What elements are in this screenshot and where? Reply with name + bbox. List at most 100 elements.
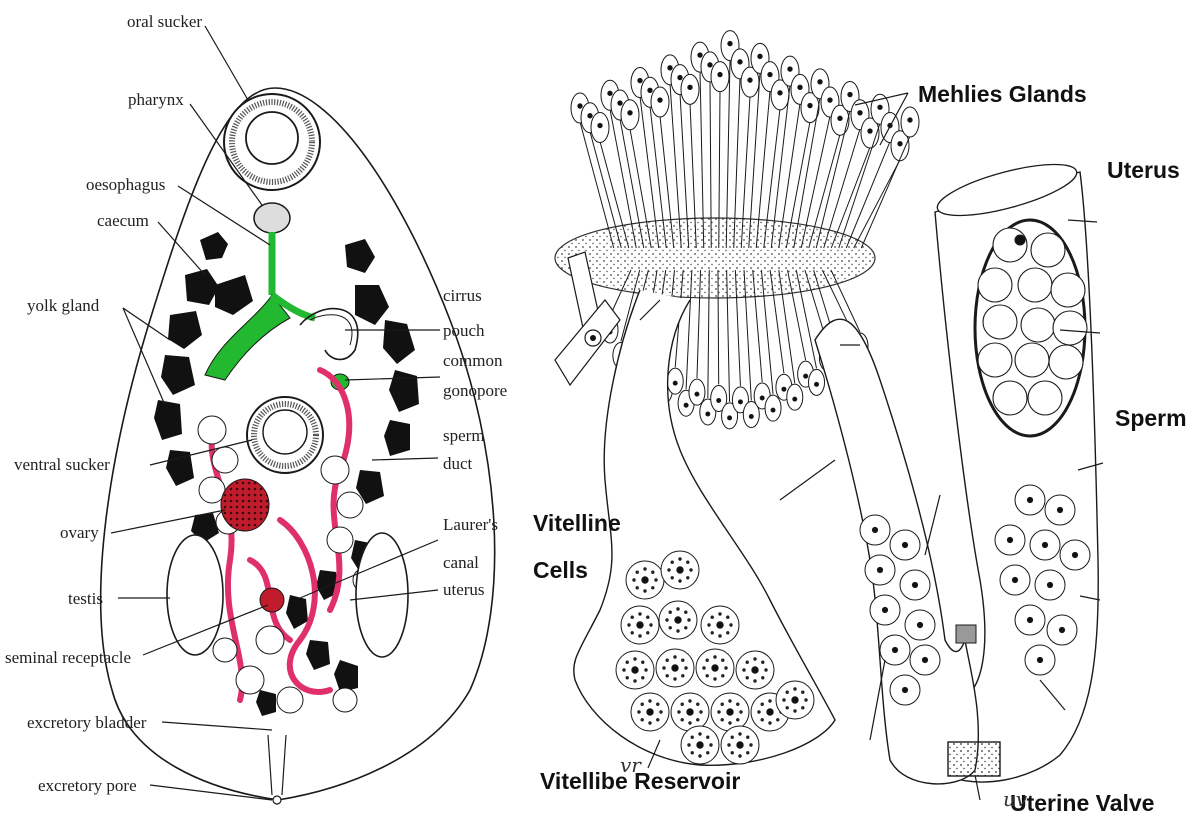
ootype-nucleus (892, 647, 897, 652)
yolk-granule (660, 711, 662, 713)
yolk-granule (802, 707, 804, 709)
gland-nucleus (804, 374, 808, 378)
gland-nucleus (778, 91, 782, 95)
label-ventral-sucker: ventral sucker (14, 455, 110, 474)
left-figure: oral sucker pharynx oesophagus caecum yo… (5, 12, 507, 804)
gland-nucleus (706, 412, 710, 416)
yolk-granule (728, 744, 730, 746)
yolk-granule (762, 661, 764, 663)
yolk-granule (703, 667, 705, 669)
yolk-granule (678, 711, 680, 713)
yolk-granule (783, 699, 785, 701)
label-sperm-right: Sperm (1115, 405, 1187, 431)
seminal-receptacle (260, 588, 284, 612)
gland-nucleus (708, 63, 712, 67)
gland-nucleus (788, 67, 792, 71)
gland-nucleus (668, 66, 672, 70)
gland-nucleus (782, 387, 786, 391)
label-uterine-valve: Uterine Valve (1010, 790, 1154, 816)
yolk-granule (794, 688, 796, 690)
ootype-ring (555, 218, 875, 298)
label-sperm: sperm (443, 426, 485, 445)
yolk-granule (697, 719, 699, 721)
yolk-granule (707, 736, 709, 738)
ootype-nucleus (1027, 617, 1032, 622)
label-pouch: pouch (443, 321, 485, 340)
yolk-granule (707, 752, 709, 754)
vitelline-nucleus (697, 742, 703, 748)
yolk-granule (730, 624, 732, 626)
yolk-granule (682, 659, 684, 661)
testis-right (356, 533, 408, 657)
egg-cell (1031, 233, 1065, 267)
yolk-granule (731, 736, 733, 738)
yolk-granule (722, 675, 724, 677)
yolk-granule (762, 677, 764, 679)
ootype-nucleus (902, 542, 907, 547)
yolk-granule (721, 719, 723, 721)
yolk-granule (699, 733, 701, 735)
yolk-granule (786, 691, 788, 693)
yolk-granule (711, 632, 713, 634)
yolk-granule (634, 680, 636, 682)
gland-nucleus (628, 111, 632, 115)
ootype-nucleus (902, 687, 907, 692)
yolk-granule (647, 632, 649, 634)
vitelline-nucleus (647, 709, 653, 715)
yolk-granule (647, 616, 649, 618)
yolk-granule (691, 736, 693, 738)
yolk-granule (777, 719, 779, 721)
vitelline-nucleus (727, 709, 733, 715)
yolk-granule (688, 744, 690, 746)
yolk-granule (636, 571, 638, 573)
yolk-granule (725, 667, 727, 669)
yolk-granule (719, 635, 721, 637)
ootype-nucleus (877, 567, 882, 572)
yolk-granule (689, 722, 691, 724)
yolk-granule (634, 658, 636, 660)
yolk-granule (754, 680, 756, 682)
vitelline-nucleus (672, 665, 678, 671)
yolk-granule (739, 733, 741, 735)
yolk-granule (623, 669, 625, 671)
gland-nucleus (728, 416, 732, 420)
yolk-granule (681, 719, 683, 721)
gland-nucleus (838, 116, 842, 120)
ootype-nucleus (1057, 507, 1062, 512)
label-cells: Cells (533, 557, 588, 583)
yolk-granule (671, 577, 673, 579)
yolk-granule (706, 659, 708, 661)
gland-nucleus (738, 60, 742, 64)
yolk-granule (631, 632, 633, 634)
yolk-granule (652, 587, 654, 589)
label-yolk-gland: yolk gland (27, 296, 100, 315)
gland-nucleus (828, 98, 832, 102)
yolk-granule (689, 700, 691, 702)
egg-cell (993, 381, 1027, 415)
yolk-granule (685, 611, 687, 613)
gland-nucleus (758, 54, 762, 58)
yolk-granule (674, 678, 676, 680)
label-uterus-left: uterus (443, 580, 485, 599)
yolk-granule (663, 667, 665, 669)
egg-cell (1018, 268, 1052, 302)
label-duct: duct (443, 454, 473, 473)
yolk-granule (691, 752, 693, 754)
gland-nucleus (658, 98, 662, 102)
yolk-granule (740, 711, 742, 713)
yolk-granule (710, 744, 712, 746)
vitelline-nucleus (687, 709, 693, 715)
yolk-granule (729, 700, 731, 702)
egg-nucleus (1015, 235, 1025, 245)
gland-nucleus (728, 41, 732, 45)
gland-nucleus (638, 78, 642, 82)
gland-nucleus (793, 397, 797, 401)
yolk-granule (628, 624, 630, 626)
uterine-valve (948, 742, 1000, 776)
yolk-granule (719, 613, 721, 615)
yolk-granule (626, 661, 628, 663)
gland-stalk (839, 123, 880, 248)
ootype-nucleus (1042, 542, 1047, 547)
yolk-granule (714, 656, 716, 658)
